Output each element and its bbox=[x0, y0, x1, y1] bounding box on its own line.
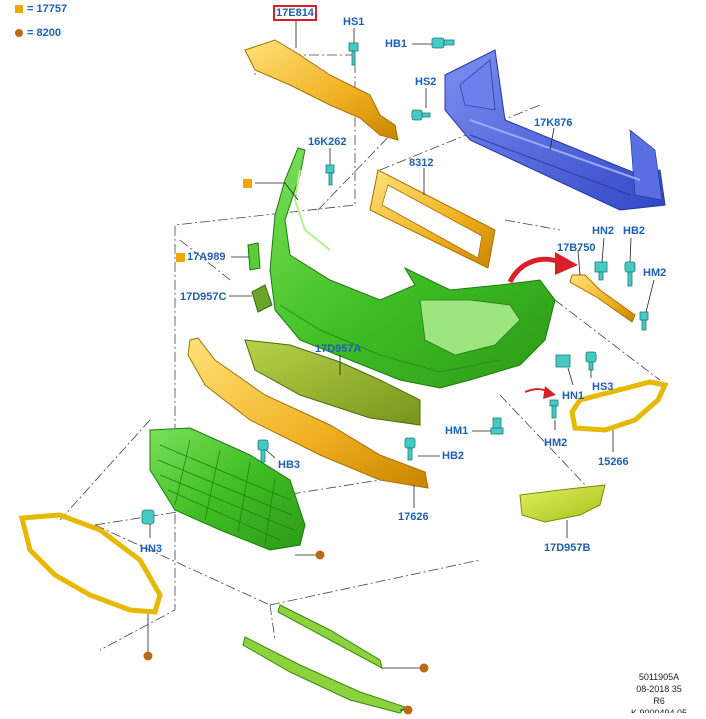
callout-hs3: HS3 bbox=[592, 381, 614, 393]
callout-17D957B: 17D957B bbox=[544, 542, 591, 554]
callout-hn3: HN3 bbox=[140, 543, 163, 555]
part-8312-frame bbox=[369, 169, 496, 269]
part-17A989-clip bbox=[247, 242, 261, 271]
marker-8200-icon bbox=[419, 663, 429, 673]
fastener-hs2-icon bbox=[411, 109, 431, 121]
callout-hm1: HM1 bbox=[445, 425, 469, 437]
callout-hs2: HS2 bbox=[415, 76, 437, 88]
legend-label: = 17757 bbox=[27, 3, 68, 15]
fastener-hs1-icon bbox=[348, 42, 359, 66]
part-17K876-reinforcement bbox=[444, 49, 666, 211]
callout-17B750: 17B750 bbox=[557, 242, 596, 254]
callout-17A989: 17A989 bbox=[187, 251, 226, 263]
marker-17757-icon bbox=[243, 179, 252, 188]
callout-16K262: 16K262 bbox=[308, 136, 347, 148]
marker-8200-icon bbox=[315, 550, 325, 560]
leader-lines bbox=[147, 20, 655, 711]
fastener-hm2-bottom-icon bbox=[549, 399, 559, 419]
part-17D957A-lower bbox=[244, 339, 421, 426]
callout-hb3: HB3 bbox=[278, 459, 301, 471]
footer-block: 5011905A 08-2018 35 R6 K 9000494 05 bbox=[618, 671, 700, 713]
part-bumper-cover bbox=[269, 147, 556, 389]
legend-item-8200: = 8200 bbox=[15, 27, 61, 39]
callout-15266: 15266 bbox=[598, 456, 629, 468]
fastener-hm1-icon bbox=[490, 417, 504, 435]
construction-lines bbox=[59, 54, 661, 651]
callout-17D957A: 17D957A bbox=[315, 343, 362, 355]
fastener-hm2-top-icon bbox=[639, 311, 649, 331]
part-markers bbox=[143, 179, 429, 715]
callout-hn1: HN1 bbox=[562, 390, 585, 402]
legend-square-icon bbox=[15, 5, 23, 13]
footer-ref: K 9000494 05 bbox=[630, 708, 688, 713]
callout-hb2-bottom: HB2 bbox=[442, 450, 465, 462]
footer-date: 08-2018 35 bbox=[636, 684, 682, 694]
callout-17626: 17626 bbox=[398, 511, 429, 523]
fastener-hn2-icon bbox=[594, 261, 608, 281]
footer-rev: R6 bbox=[653, 696, 665, 706]
legend-dot-icon bbox=[15, 29, 23, 37]
callout-hs1: HS1 bbox=[343, 16, 365, 28]
callout-hm2-bottom: HM2 bbox=[544, 437, 568, 449]
part-grille bbox=[149, 427, 306, 551]
fastener-hn1-icon bbox=[555, 354, 571, 368]
callout-17K876: 17K876 bbox=[534, 117, 573, 129]
footer-code: 5011905A bbox=[638, 672, 680, 682]
legend-label: = 8200 bbox=[27, 27, 61, 39]
fastener-hb2-bottom-icon bbox=[404, 437, 416, 461]
callout-hn2: HN2 bbox=[592, 225, 615, 237]
marker-8200-icon bbox=[403, 705, 413, 715]
fasteners bbox=[141, 37, 649, 525]
legend-item-17757: = 17757 bbox=[15, 3, 67, 15]
part-17626-strip bbox=[187, 337, 429, 489]
part-17D957B bbox=[519, 484, 606, 523]
callout-17D957C: 17D957C bbox=[180, 291, 227, 303]
marker-17757-icon bbox=[176, 253, 185, 262]
part-15266-surround bbox=[569, 379, 669, 433]
red-arrows bbox=[507, 252, 578, 399]
fastener-16k262-icon bbox=[325, 164, 335, 186]
callout-hb2-top: HB2 bbox=[623, 225, 646, 237]
callout-hb1: HB1 bbox=[385, 38, 408, 50]
part-17D957C-bracket bbox=[251, 284, 273, 313]
part-17B750-strip bbox=[569, 274, 636, 323]
fastener-hn3-icon bbox=[141, 509, 155, 525]
fastener-hb1-icon bbox=[431, 37, 455, 49]
part-lower-strips bbox=[242, 604, 406, 714]
part-grille-frame bbox=[18, 512, 163, 615]
callout-17E814: 17E814 bbox=[273, 5, 317, 21]
marker-8200-icon bbox=[143, 651, 153, 661]
fastener-hs3-icon bbox=[585, 351, 597, 371]
fastener-hb3-icon bbox=[257, 439, 269, 463]
callout-hm2-top: HM2 bbox=[643, 267, 667, 279]
fastener-hb2-top-icon bbox=[624, 261, 636, 287]
callout-8312: 8312 bbox=[409, 157, 434, 169]
part-17E814-bracket bbox=[244, 39, 399, 141]
